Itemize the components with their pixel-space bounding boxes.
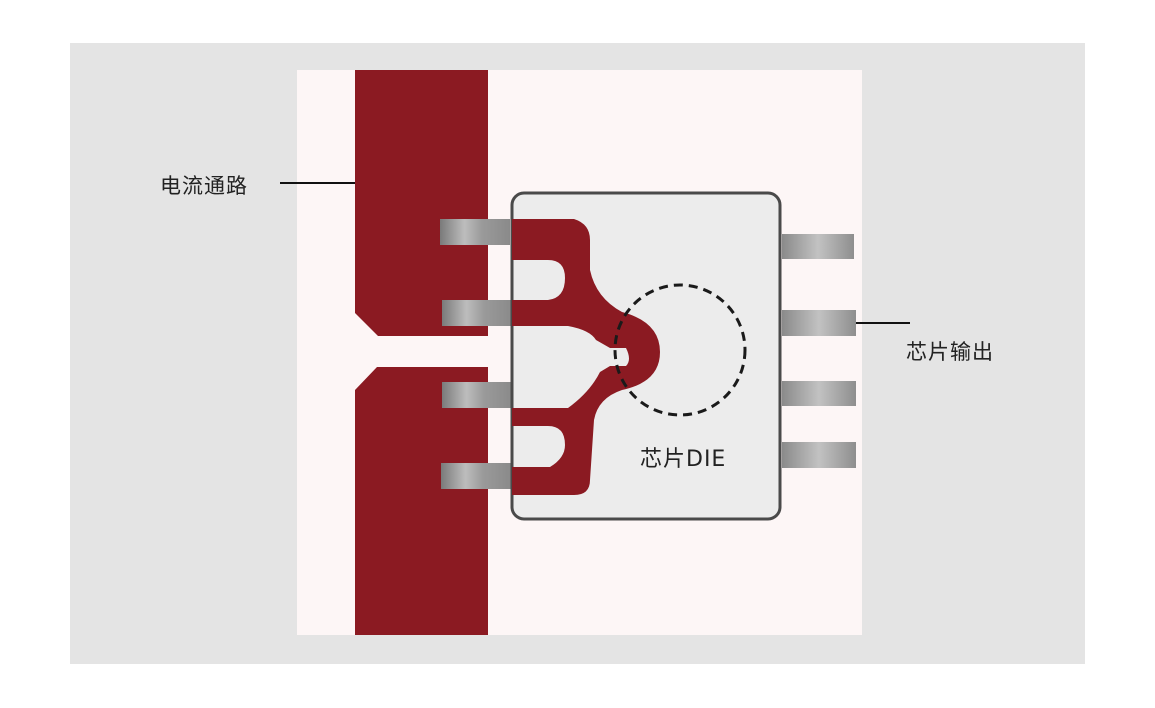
current-path-lower — [355, 367, 488, 635]
right-pin-3 — [782, 381, 856, 406]
right-pin-2 — [782, 310, 856, 336]
left-pin-4 — [441, 463, 511, 489]
right-pin-4 — [782, 442, 856, 468]
die-sensing-area — [613, 283, 747, 417]
chip-die-label: 芯片DIE — [640, 447, 727, 472]
left-pin-2 — [442, 300, 512, 326]
left-pin-3 — [442, 382, 512, 408]
chip-output-label: 芯片输出 — [906, 340, 994, 364]
left-pin-1 — [440, 219, 510, 245]
current-path-upper — [355, 70, 488, 336]
current-path-label: 电流通路 — [160, 174, 248, 198]
internal-conductor — [512, 219, 660, 495]
right-pin-1 — [782, 234, 854, 259]
